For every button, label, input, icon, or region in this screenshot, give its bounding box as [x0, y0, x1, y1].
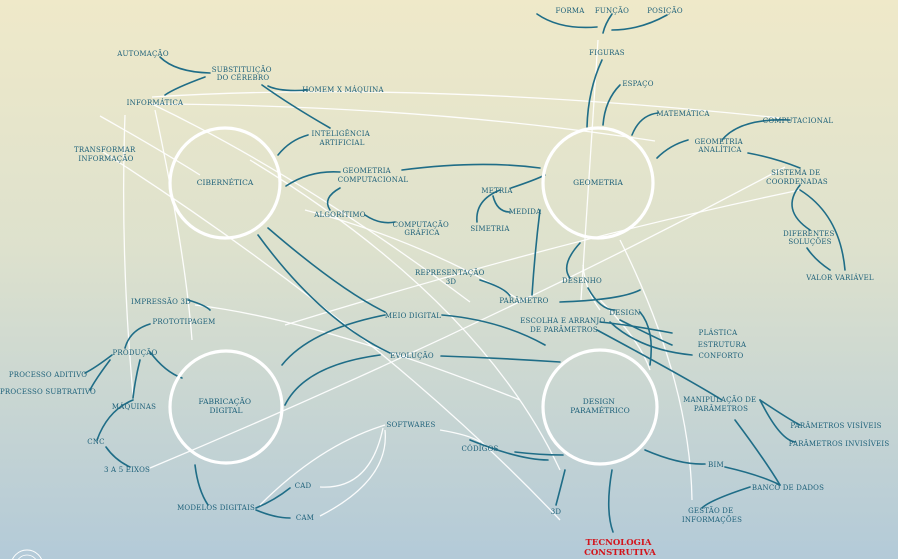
hub-design-parametrico: DESIGN PARAMÉTRICO — [570, 397, 630, 415]
label-evolucao: EVOLUÇÃO — [390, 351, 434, 360]
label-modelos-digitais: MODELOS DIGITAIS — [177, 504, 255, 512]
label-forma: FORMA — [555, 7, 585, 15]
label-prototipagem: PROTOTIPAGEM — [153, 318, 216, 326]
label-processo-aditivo: PROCESSO ADITIVO — [9, 371, 87, 379]
label-algoritimo: ALGORÍTIMO — [313, 210, 365, 219]
label-simetria: SIMETRIA — [470, 225, 510, 233]
label-sistema-coordenadas: SISTEMA DE COORDENADAS — [766, 169, 828, 186]
hub-fabricacao-group: FABRICAÇÃO DIGITAL — [168, 349, 284, 465]
label-transformar-informacao: TRANSFORMAR INFORMAÇÃO — [74, 146, 138, 163]
label-design: DESIGN — [609, 309, 640, 317]
hub-geometria: GEOMETRIA — [573, 178, 623, 187]
label-inteligencia-artificial: INTELIGÊNCIA ARTIFICIAL — [312, 129, 373, 147]
label-automacao: AUTOMAÇÃO — [116, 49, 169, 58]
label-cad: CAD — [295, 482, 312, 490]
corner-seal — [12, 549, 42, 559]
label-metria: METRIA — [481, 187, 513, 195]
label-medida: MEDIDA — [509, 208, 542, 216]
label-informatica: INFORMÁTICA — [127, 98, 184, 107]
label-escolha-arranjo: ESCOLHA E ARRANJO DE PARÂMETROS — [520, 317, 608, 334]
software-connectors — [259, 424, 481, 517]
label-processo-subtrativo: PROCESSO SUBTRATIVO — [0, 388, 96, 396]
label-representacao-3d: REPRESENTAÇÃO 3D — [415, 268, 487, 286]
hub-cibernetica: CIBERNÉTICA — [197, 178, 254, 187]
label-diferentes-solucoes: DIFERENTES SOLUÇÕES — [783, 230, 837, 246]
label-valor-variavel: VALOR VARIÁVEL — [805, 273, 874, 282]
label-matematica: MATEMÁTICA — [656, 109, 710, 118]
label-homem-maquina: HOMEM X MÁQUINA — [302, 85, 384, 94]
label-estrutura: ESTRUTURA — [698, 341, 747, 349]
hub-geometria-group: GEOMETRIA — [541, 126, 655, 240]
label-param-visiveis: PARÂMETROS VISÍVEIS — [790, 421, 881, 430]
label-eixos: 3 A 5 EIXOS — [104, 466, 150, 474]
label-computacional: COMPUTACIONAL — [763, 117, 834, 125]
labels: FORMA FUNÇÃO POSIÇÃO FIGURAS ESPAÇO MATE… — [0, 6, 889, 558]
label-producao: PRODUÇÃO — [113, 348, 158, 357]
label-substituicao-cerebro: SUBSTITUIÇÃO DO CÉREBRO — [212, 65, 274, 82]
label-geometria-analitica: GEOMETRIA ANALÍTICA — [695, 138, 746, 154]
label-cam: CAM — [296, 514, 314, 522]
label-funcao: FUNÇÃO — [595, 6, 629, 15]
white-connectors — [99, 39, 801, 521]
label-gestao: GESTÃO DE INFORMAÇÕES — [682, 506, 742, 524]
label-tecnologia-construtiva: TECNOLOGIA CONSTRUTIVA — [584, 538, 656, 558]
teal-connectors — [84, 13, 846, 533]
label-computacao-grafica: COMPUTAÇÃO GRÁFICA — [393, 220, 452, 237]
label-bim: BIM — [708, 461, 724, 469]
label-geometria-computacional: GEOMETRIA COMPUTACIONAL — [338, 167, 409, 184]
label-3d: 3D — [551, 508, 562, 516]
label-maquinas: MÁQUINAS — [112, 402, 156, 411]
label-codigos: CÓDIGOS — [462, 444, 499, 453]
label-param-invisiveis: PARÂMETROS INVISÍVEIS — [789, 439, 890, 448]
label-espaco: ESPAÇO — [622, 80, 653, 88]
hub-design-group: DESIGN PARAMÉTRICO — [541, 348, 659, 466]
label-posicao: POSIÇÃO — [647, 6, 683, 15]
hub-circibernetica: CIBERNÉTICA — [168, 126, 282, 240]
label-figuras: FIGURAS — [589, 49, 625, 57]
label-manipulacao: MANIPULAÇÃO DE PARÂMETROS — [683, 395, 759, 413]
hub-fabricacao: FABRICAÇÃO DIGITAL — [199, 397, 254, 415]
label-meio-digital: MEIO DIGITAL — [385, 312, 441, 320]
label-cnc: CNC — [87, 438, 104, 446]
label-impressao-3d: IMPRESSÃO 3D — [131, 297, 191, 306]
label-parametro: PARÂMETRO — [499, 296, 548, 305]
label-banco-dados: BANCO DE DADOS — [752, 484, 824, 492]
label-softwares: SOFTWARES — [387, 421, 436, 429]
label-desenho: DESENHO — [562, 277, 602, 285]
label-conforto: CONFORTO — [699, 352, 744, 360]
label-plastica: PLÁSTICA — [699, 328, 738, 337]
